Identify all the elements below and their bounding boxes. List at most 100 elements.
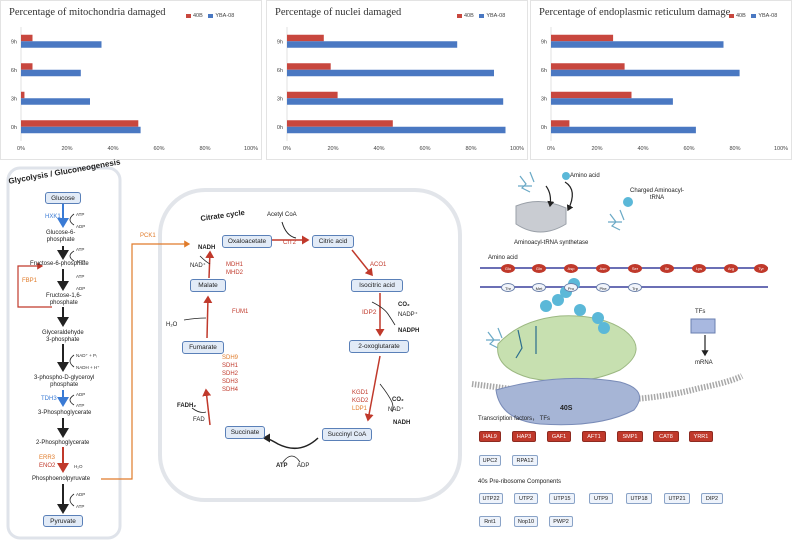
x-tick-label: 60% [419,146,430,152]
bar-yba-6h [287,69,494,77]
legend-40b: 40B [464,13,474,19]
enzyme-kgd1: KGD1 [352,390,369,396]
aa-pro: Pro [564,283,578,292]
node-acetyl-coa: Acetyl CoA [267,212,297,218]
aa-phe: Phe [596,283,610,292]
x-tick-label: 80% [199,146,210,152]
aa-ser: Ser [628,264,642,273]
x-tick-label: 0% [283,146,291,152]
bar-yba-9h [21,41,102,48]
pre-chip-pwp2: PWP2 [549,516,573,527]
chart-panel-er: Percentage of endoplasmic reticulum dama… [530,0,792,160]
amino-acid-row-label: Amino acid [488,255,518,261]
tf-chip-smp1: SMP1 [617,431,643,442]
cofactor-nadph: NADPH [398,328,420,334]
cofactor-nad: NAD⁺ [388,407,404,413]
enzyme-err3: ERR3 [39,455,56,461]
aa-thr: Thr [501,283,515,292]
bar-40b-9h [21,34,33,42]
pre-chip-utp9: UTP9 [589,493,613,504]
bar-yba-9h [287,41,458,48]
tf-chip-gaf1: GAF1 [547,431,571,442]
bar-40b-3h [287,91,338,99]
amino-acid-label: Amino acid [570,173,600,179]
mrna-label: mRNA [695,360,713,366]
bar-40b-6h [551,63,625,70]
x-tick-label: 20% [61,146,72,152]
cofactor-adp: ADP [76,392,86,397]
tf-chip-upc2: UPC2 [479,455,501,466]
bar-yba-6h [551,69,740,77]
node-f16p: Fructose-1,6- phosphate [46,293,82,306]
cofactor-adp: ADP [76,259,86,264]
cofactor-h2o: H₂O [166,322,178,328]
enzyme-tdh3: TDH3 [41,396,57,402]
bar-40b-6h [287,63,331,70]
cofactor-nadp: NADP⁺ [398,312,418,318]
y-tick-label: 6h [11,68,17,74]
enzyme-sdh3: SDH3 [222,379,239,385]
x-tick-label: 100% [244,146,258,152]
bar-yba-3h [287,98,504,105]
cofactor-adp: ADP [76,492,86,497]
cofactor-nadh-top: NADH [198,245,216,251]
node-pyruvate: Pyruvate [43,515,83,527]
tf-chip-hal9: HAL9 [479,431,501,442]
legend-yba: YBA-08 [215,13,235,19]
y-tick-label: 6h [277,68,283,74]
pre-chip-utp15: UTP15 [549,493,575,504]
tf-chip-cat8: CAT8 [653,431,679,442]
cofactor-adp: ADP [76,224,86,229]
x-tick-label: 60% [153,146,164,152]
tf-chip-aft1: AFT1 [582,431,606,442]
enzyme-aco1: ACO1 [370,262,387,268]
node-f6p: Fructose-6-phosphate [30,261,89,267]
node-succinate: Succinate [225,426,265,439]
x-tick-label: 40% [637,146,648,152]
chart-panel-mitochondria: Percentage of mitochondria damaged 40B Y… [0,0,262,160]
tf-chip-rpa12: RPA12 [512,455,538,466]
x-tick-label: 20% [327,146,338,152]
tf-section-title: Transcription factors， TFs [478,416,551,422]
bar-40b-0h [21,120,139,127]
pre-chip-utp22: UTP22 [479,493,503,504]
pre-ribosome-title: 40s Pre-ribosome Components [478,479,562,485]
aa-asp: Asp [564,264,578,273]
cofactor-atp: ATP [76,274,85,279]
cofactor-adp: ADP [76,286,86,291]
pre-chip-nop10: Nop10 [514,516,538,527]
y-tick-label: 9h [541,39,547,45]
node-2pg: 2-Phosphoglycerate [36,440,90,446]
cofactor-atp: ATP [76,212,85,217]
ribosome-40s-label: 40S [560,405,573,412]
cofactor-h2o: H₂O [74,464,83,469]
aa-trp: Trp [628,283,642,292]
bar-yba-9h [551,41,724,48]
enzyme-mhd2: MHD2 [226,270,244,276]
bar-yba-0h [21,126,141,134]
node-oxaloacetate: Oxaloacetate [222,235,272,248]
cofactor-nadh: NADH + H⁺ [76,365,100,370]
legend-yba: YBA-08 [486,13,506,19]
enzyme-sdh1: SDH1 [222,363,239,369]
x-tick-label: 40% [373,146,384,152]
aa-lys: Lys [692,264,706,273]
node-citric-acid: Citric acid [312,235,354,248]
x-tick-label: 100% [510,146,524,152]
cofactor-fadh2: FADH₂ [177,403,196,409]
bar-40b-0h [287,120,393,127]
node-2-oxoglutarate: 2-oxoglutarate [349,340,409,353]
bar-40b-0h [551,120,570,127]
bar-40b-9h [551,34,614,42]
enzyme-sdh2: SDH2 [222,371,239,377]
tf-chip-hap3: HAP3 [512,431,536,442]
node-succinyl-coa: Succinyl CoA [322,428,372,441]
bar-yba-0h [287,126,506,134]
synthetase-label: Aminoacyl-tRNA synthetase [514,240,589,246]
x-tick-label: 80% [729,146,740,152]
chart-legend: 40B YBA-08 [186,13,234,19]
aa-asn: Asn [596,264,610,273]
bar-yba-3h [21,98,90,105]
